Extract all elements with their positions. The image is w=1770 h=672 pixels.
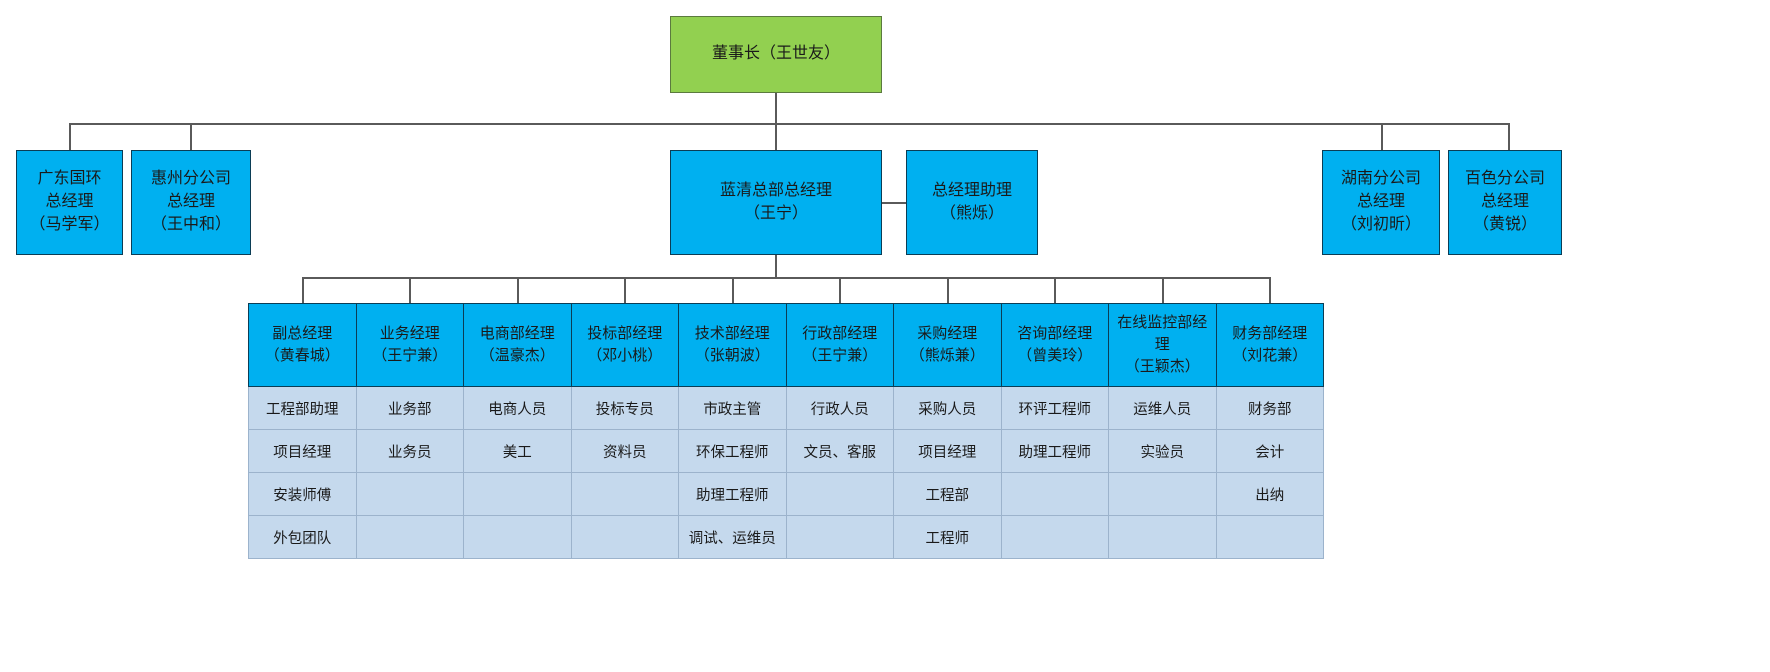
node-chairman-label: 董事长（王世友） [711,45,840,63]
staff-cell: 项目经理 [248,429,357,473]
staff-cell: 助理工程师 [1000,429,1109,473]
connector-drop-hunan [1381,123,1383,150]
staff-cell: 实验员 [1108,429,1217,473]
staff-cell: 电商人员 [463,386,572,430]
node-hunan-gm-label: 湖南分公司 总经理 （刘初昕） [1340,170,1421,233]
node-guangdong-gm[interactable]: 广东国环 总经理 （马学军） [16,150,123,255]
staff-cell: 采购人员 [893,386,1002,430]
staff-cell: 环保工程师 [678,429,787,473]
node-lanqing-hq-gm-label: 蓝清总部总经理 （王宁） [719,181,832,222]
staff-cell: 环评工程师 [1000,386,1109,430]
connector-drop-baise [1508,123,1510,150]
staff-cell: 文员、客服 [785,429,894,473]
department-grid: 副总经理 （黄春城） 业务经理 （王宁兼） 电商部经理 （温豪杰） 投标部经理 … [248,303,1324,559]
connector-drop-dept-9 [1162,277,1164,303]
staff-cell: 工程部助理 [248,386,357,430]
node-gm-assistant[interactable]: 总经理助理 （熊烁） [906,150,1038,255]
connector-lanqing-stem [775,255,777,277]
connector-drop-dept-5 [732,277,734,303]
staff-cell: 助理工程师 [678,472,787,516]
staff-row: 项目经理 业务员 美工 资料员 环保工程师 文员、客服 项目经理 助理工程师 实… [248,429,1324,473]
node-lanqing-hq-gm[interactable]: 蓝清总部总经理 （王宁） [670,150,882,255]
staff-row: 工程部助理 业务部 电商人员 投标专员 市政主管 行政人员 采购人员 环评工程师… [248,386,1324,430]
staff-cell [785,472,894,516]
dept-header-finance[interactable]: 财务部经理 （刘花兼） [1215,303,1324,387]
connector-drop-dept-8 [1054,277,1056,303]
staff-cell: 美工 [463,429,572,473]
staff-cell [1108,472,1217,516]
staff-cell [570,472,679,516]
staff-cell: 调试、运维员 [678,515,787,559]
connector-drop-dept-1 [302,277,304,303]
connector-drop-dept-3 [517,277,519,303]
staff-cell: 项目经理 [893,429,1002,473]
node-guangdong-gm-label: 广东国环 总经理 （马学军） [29,170,110,233]
staff-cell: 财务部 [1215,386,1324,430]
staff-cell: 运维人员 [1108,386,1217,430]
node-chairman[interactable]: 董事长（王世友） [670,16,882,93]
staff-cell: 业务员 [355,429,464,473]
node-hunan-gm[interactable]: 湖南分公司 总经理 （刘初昕） [1322,150,1440,255]
staff-cell: 工程师 [893,515,1002,559]
node-baise-gm[interactable]: 百色分公司 总经理 （黄锐） [1448,150,1562,255]
node-gm-assistant-label: 总经理助理 （熊烁） [931,181,1012,222]
staff-cell: 出纳 [1215,472,1324,516]
dept-header-administration[interactable]: 行政部经理 （王宁兼） [785,303,894,387]
staff-cell [463,472,572,516]
dept-header-business[interactable]: 业务经理 （王宁兼） [355,303,464,387]
node-baise-gm-label: 百色分公司 总经理 （黄锐） [1464,170,1545,233]
staff-cell: 安装师傅 [248,472,357,516]
connector-drop-dept-10 [1269,277,1271,303]
dept-header-ecommerce[interactable]: 电商部经理 （温豪杰） [463,303,572,387]
dept-header-procurement[interactable]: 采购经理 （熊烁兼） [893,303,1002,387]
connector-drop-dept-7 [947,277,949,303]
staff-cell [463,515,572,559]
staff-cell [1108,515,1217,559]
staff-cell [355,515,464,559]
staff-cell [1215,515,1324,559]
connector-drop-lanqing [775,123,777,150]
connector-assistant-link [882,202,906,204]
staff-cell: 投标专员 [570,386,679,430]
connector-drop-guangdong [69,123,71,150]
dept-header-bidding[interactable]: 投标部经理 （邓小桃） [570,303,679,387]
staff-cell: 业务部 [355,386,464,430]
staff-row: 外包团队 调试、运维员 工程师 [248,515,1324,559]
dept-header-technical[interactable]: 技术部经理 （张朝波） [678,303,787,387]
connector-drop-dept-2 [409,277,411,303]
connector-drop-dept-6 [839,277,841,303]
staff-cell [785,515,894,559]
dept-header-consulting[interactable]: 咨询部经理 （曾美玲） [1000,303,1109,387]
connector-drop-dept-4 [624,277,626,303]
staff-cell: 资料员 [570,429,679,473]
staff-cell: 外包团队 [248,515,357,559]
department-header-row: 副总经理 （黄春城） 业务经理 （王宁兼） 电商部经理 （温豪杰） 投标部经理 … [248,303,1324,387]
connector-main-bus [69,123,1509,125]
staff-cell [570,515,679,559]
staff-cell: 会计 [1215,429,1324,473]
staff-cell [355,472,464,516]
connector-dept-bus [302,277,1270,279]
staff-cell [1000,515,1109,559]
staff-row: 安装师傅 助理工程师 工程部 出纳 [248,472,1324,516]
dept-header-online-monitoring[interactable]: 在线监控部经理 （王颖杰） [1108,303,1217,387]
node-huizhou-gm[interactable]: 惠州分公司 总经理 （王中和） [131,150,251,255]
dept-header-vice-gm[interactable]: 副总经理 （黄春城） [248,303,357,387]
staff-cell: 市政主管 [678,386,787,430]
connector-drop-huizhou [190,123,192,150]
connector-chairman-stem [775,93,777,123]
staff-cell [1000,472,1109,516]
staff-cell: 行政人员 [785,386,894,430]
node-huizhou-gm-label: 惠州分公司 总经理 （王中和） [150,170,231,233]
staff-cell: 工程部 [893,472,1002,516]
